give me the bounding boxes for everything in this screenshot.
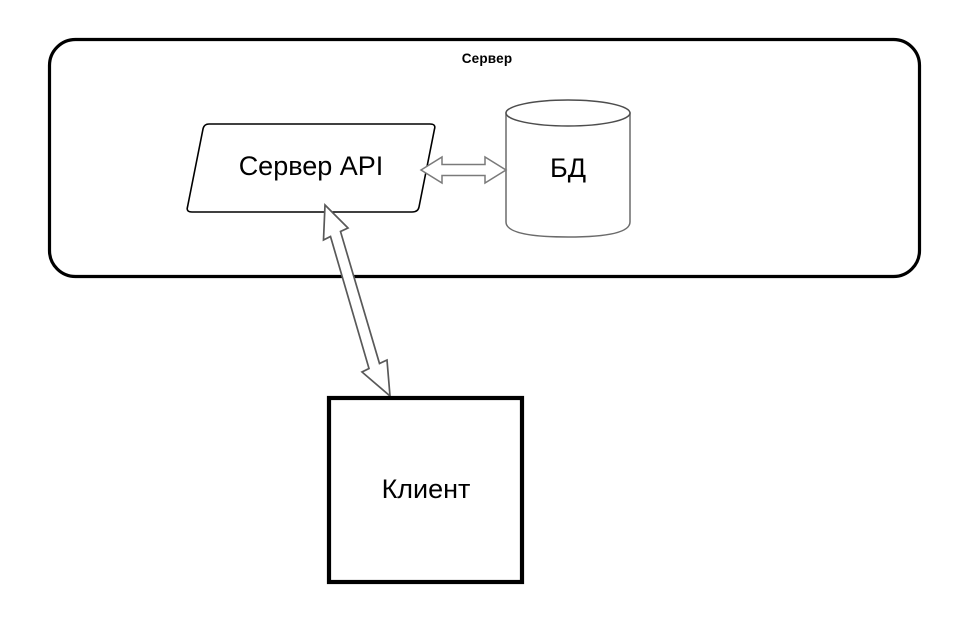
database-top-ellipse xyxy=(505,99,631,127)
api-to-db-arrow[interactable] xyxy=(419,155,508,185)
database-label: БД xyxy=(549,153,586,183)
client-shape[interactable] xyxy=(326,395,525,585)
server-api-label: Сервер API xyxy=(238,151,384,181)
server-api-shape[interactable] xyxy=(186,123,436,213)
database-body-shape[interactable] xyxy=(505,112,631,238)
client-label: Клиент xyxy=(381,474,471,504)
server-container-label: Сервер xyxy=(461,51,513,66)
